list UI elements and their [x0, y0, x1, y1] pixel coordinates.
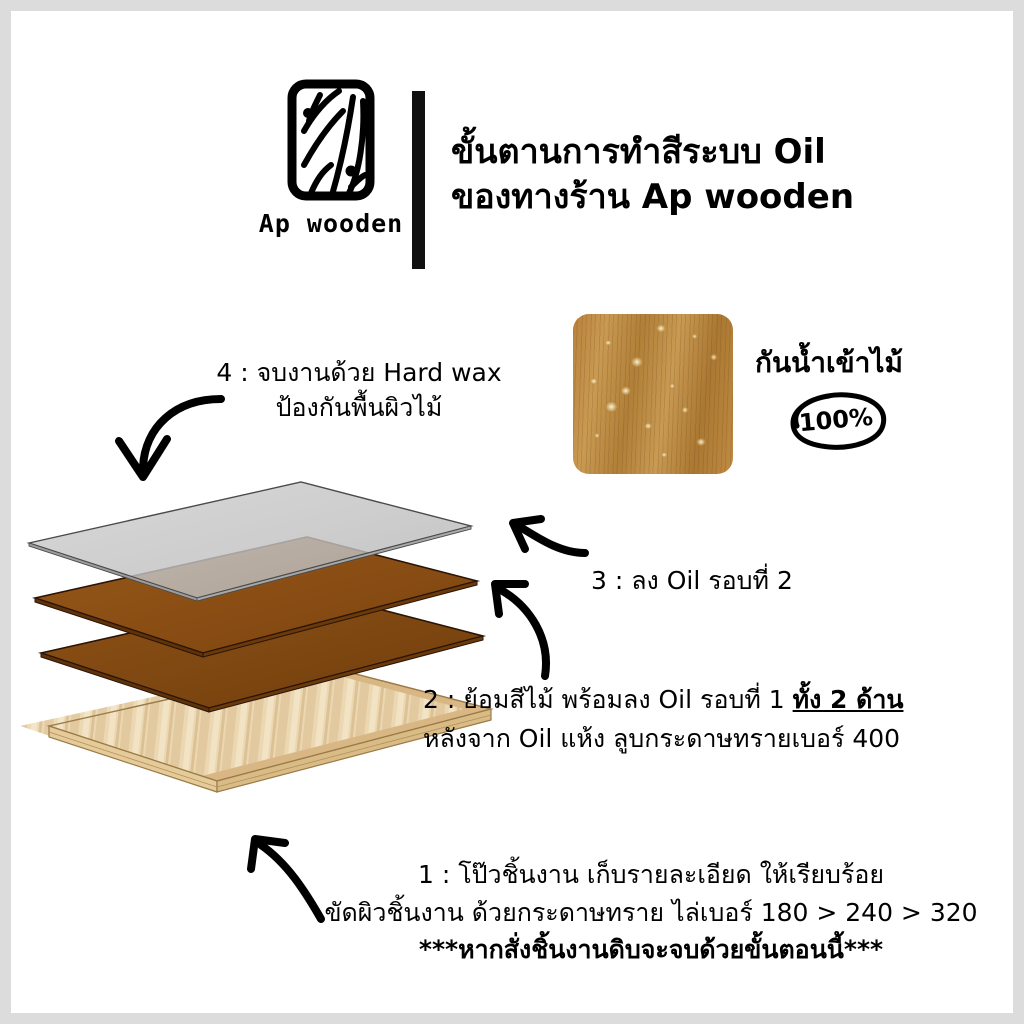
- step-4-callout: 4 : จบงานด้วย Hard wax ป้องกันพื้นผิวไม้: [189, 355, 529, 425]
- wood-grain-icon: [287, 79, 375, 201]
- page-title: ขั้นตานการทำสีระบบ Oil ของทางร้าน Ap woo…: [451, 130, 971, 220]
- arrow-to-oil-coat-1-layer: [491, 580, 550, 680]
- step-3-callout: 3 : ลง Oil รอบที่ 2: [591, 561, 793, 601]
- step-3-line-1: 3 : ลง Oil รอบที่ 2: [591, 566, 793, 595]
- arrow-to-raw-wood-board: [247, 835, 325, 923]
- step-1-line-1: 1 : โป๊วชิ้นงาน เก็บรายละเอียด ให้เรียบร…: [418, 860, 884, 889]
- step-2-line-1-text: 2 : ย้อมสีไม้ พร้อมลง Oil รอบที่ 1: [423, 685, 793, 714]
- water-droplets-on-wood-swatch: [573, 314, 733, 474]
- brand-name: Ap wooden: [258, 209, 404, 238]
- waterproof-percent-value: 100%: [797, 402, 875, 438]
- header: Ap wooden ขั้นตานการทำสีระบบ Oil ของทางร…: [11, 11, 1013, 271]
- waterproof-label: กันน้ำเข้าไม้: [755, 346, 903, 379]
- step-1-line-2: ขัดผิวชิ้นงาน ด้วยกระดาษทราย ไล่เบอร์ 18…: [324, 897, 978, 927]
- step-2-line-2: หลังจาก Oil แห้ง ลูบกระดาษทรายเบอร์ 400: [423, 723, 901, 753]
- oil-coat-2-layer: [31, 536, 481, 658]
- arrow-to-hard-wax-layer: [115, 395, 225, 481]
- step-1-callout: 1 : โป๊วชิ้นงาน เก็บรายละเอียด ให้เรียบร…: [301, 856, 1001, 969]
- arrow-to-oil-coat-2-layer: [509, 515, 589, 557]
- oil-coat-1-layer: [37, 591, 487, 713]
- header-divider: [412, 91, 425, 269]
- brand-logo: Ap wooden: [251, 79, 411, 238]
- step-4-line-2: ป้องกันพื้นผิวไม้: [275, 393, 443, 422]
- waterproof-percent-badge: 100%: [781, 389, 891, 451]
- step-4-line-1: 4 : จบงานด้วย Hard wax: [216, 358, 502, 387]
- poster-canvas: Ap wooden ขั้นตานการทำสีระบบ Oil ของทางร…: [11, 11, 1013, 1013]
- step-1-note: ***หากสั่งชิ้นงานดิบจะจบด้วยขั้นตอนนี้**…: [418, 935, 884, 964]
- hand-drawn-circle-icon: [790, 392, 887, 450]
- step-2-line-1: 2 : ย้อมสีไม้ พร้อมลง Oil รอบที่ 1 ทั้ง …: [423, 681, 903, 720]
- hard-wax-layer: [26, 481, 474, 602]
- title-line-2: ของทางร้าน Ap wooden: [451, 177, 855, 218]
- exploded-layer-diagram: [21, 451, 541, 851]
- step-2-callout: 2 : ย้อมสีไม้ พร้อมลง Oil รอบที่ 1 ทั้ง …: [423, 681, 903, 759]
- step-2-emphasis: ทั้ง 2 ด้าน: [792, 685, 904, 714]
- title-line-1: ขั้นตานการทำสีระบบ Oil: [451, 132, 826, 172]
